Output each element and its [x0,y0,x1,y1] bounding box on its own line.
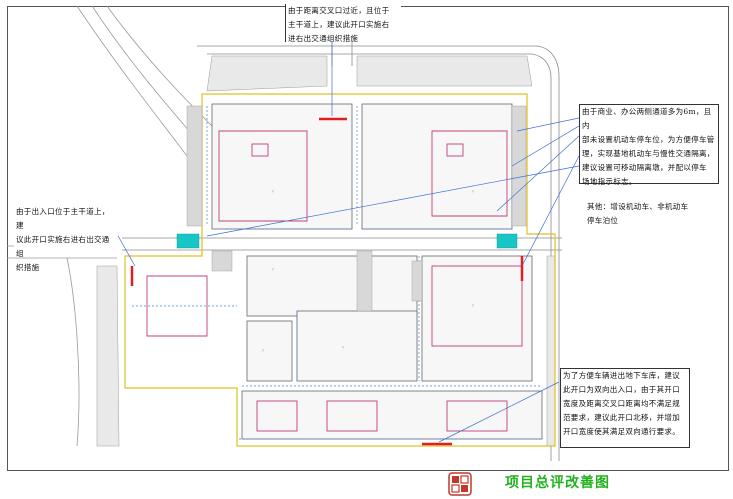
north-blocks [211,103,513,230]
site-plan: ▢ ▢ ▢ ▢ ▢ ▢ [7,6,580,461]
entrance-markers [130,117,524,446]
north-tower-outlines [218,130,508,222]
bike-parking [176,233,518,249]
page-title: 项目总评改善图 [505,475,610,491]
site-boundary [124,93,556,447]
note-north-entrance: 由于距离交叉口过近，且位于 主干道上，建议此开口实施右 进右出交通组织措施 [285,4,401,43]
note-extra-parking: 其他：增设机动车、非机动车 停车泊位 [585,200,715,236]
seal-stamp-icon [448,472,472,496]
svg-text:▢: ▢ [472,189,474,193]
south-tower-outlines [146,265,523,432]
svg-text:▢: ▢ [272,189,274,193]
paving-patches [186,105,527,312]
landscape-hatch [96,55,556,447]
svg-text:▢: ▢ [342,345,344,349]
note-parking-management: 由于商业、办公两侧通道多为6m，且内 部未设置机动车停车位，为方便停车管 理，实… [579,104,719,186]
svg-text:▢: ▢ [262,348,264,352]
room-labels: ▢ ▢ ▢ ▢ ▢ ▢ [262,189,474,352]
south-blocks [241,255,543,440]
note-west-entrance: 由于出入口位于主干道上，建 议此开口实施右进右出交通组 织措施 [14,205,118,272]
svg-text:▢: ▢ [472,303,474,307]
note-garage-entrance: 为了方便车辆进出地下车库，建议 此开口为双向出入口，由于其开口 宽度及距离交叉口… [560,368,690,448]
svg-text:▢: ▢ [272,267,274,271]
annotation-leaders [116,42,580,443]
